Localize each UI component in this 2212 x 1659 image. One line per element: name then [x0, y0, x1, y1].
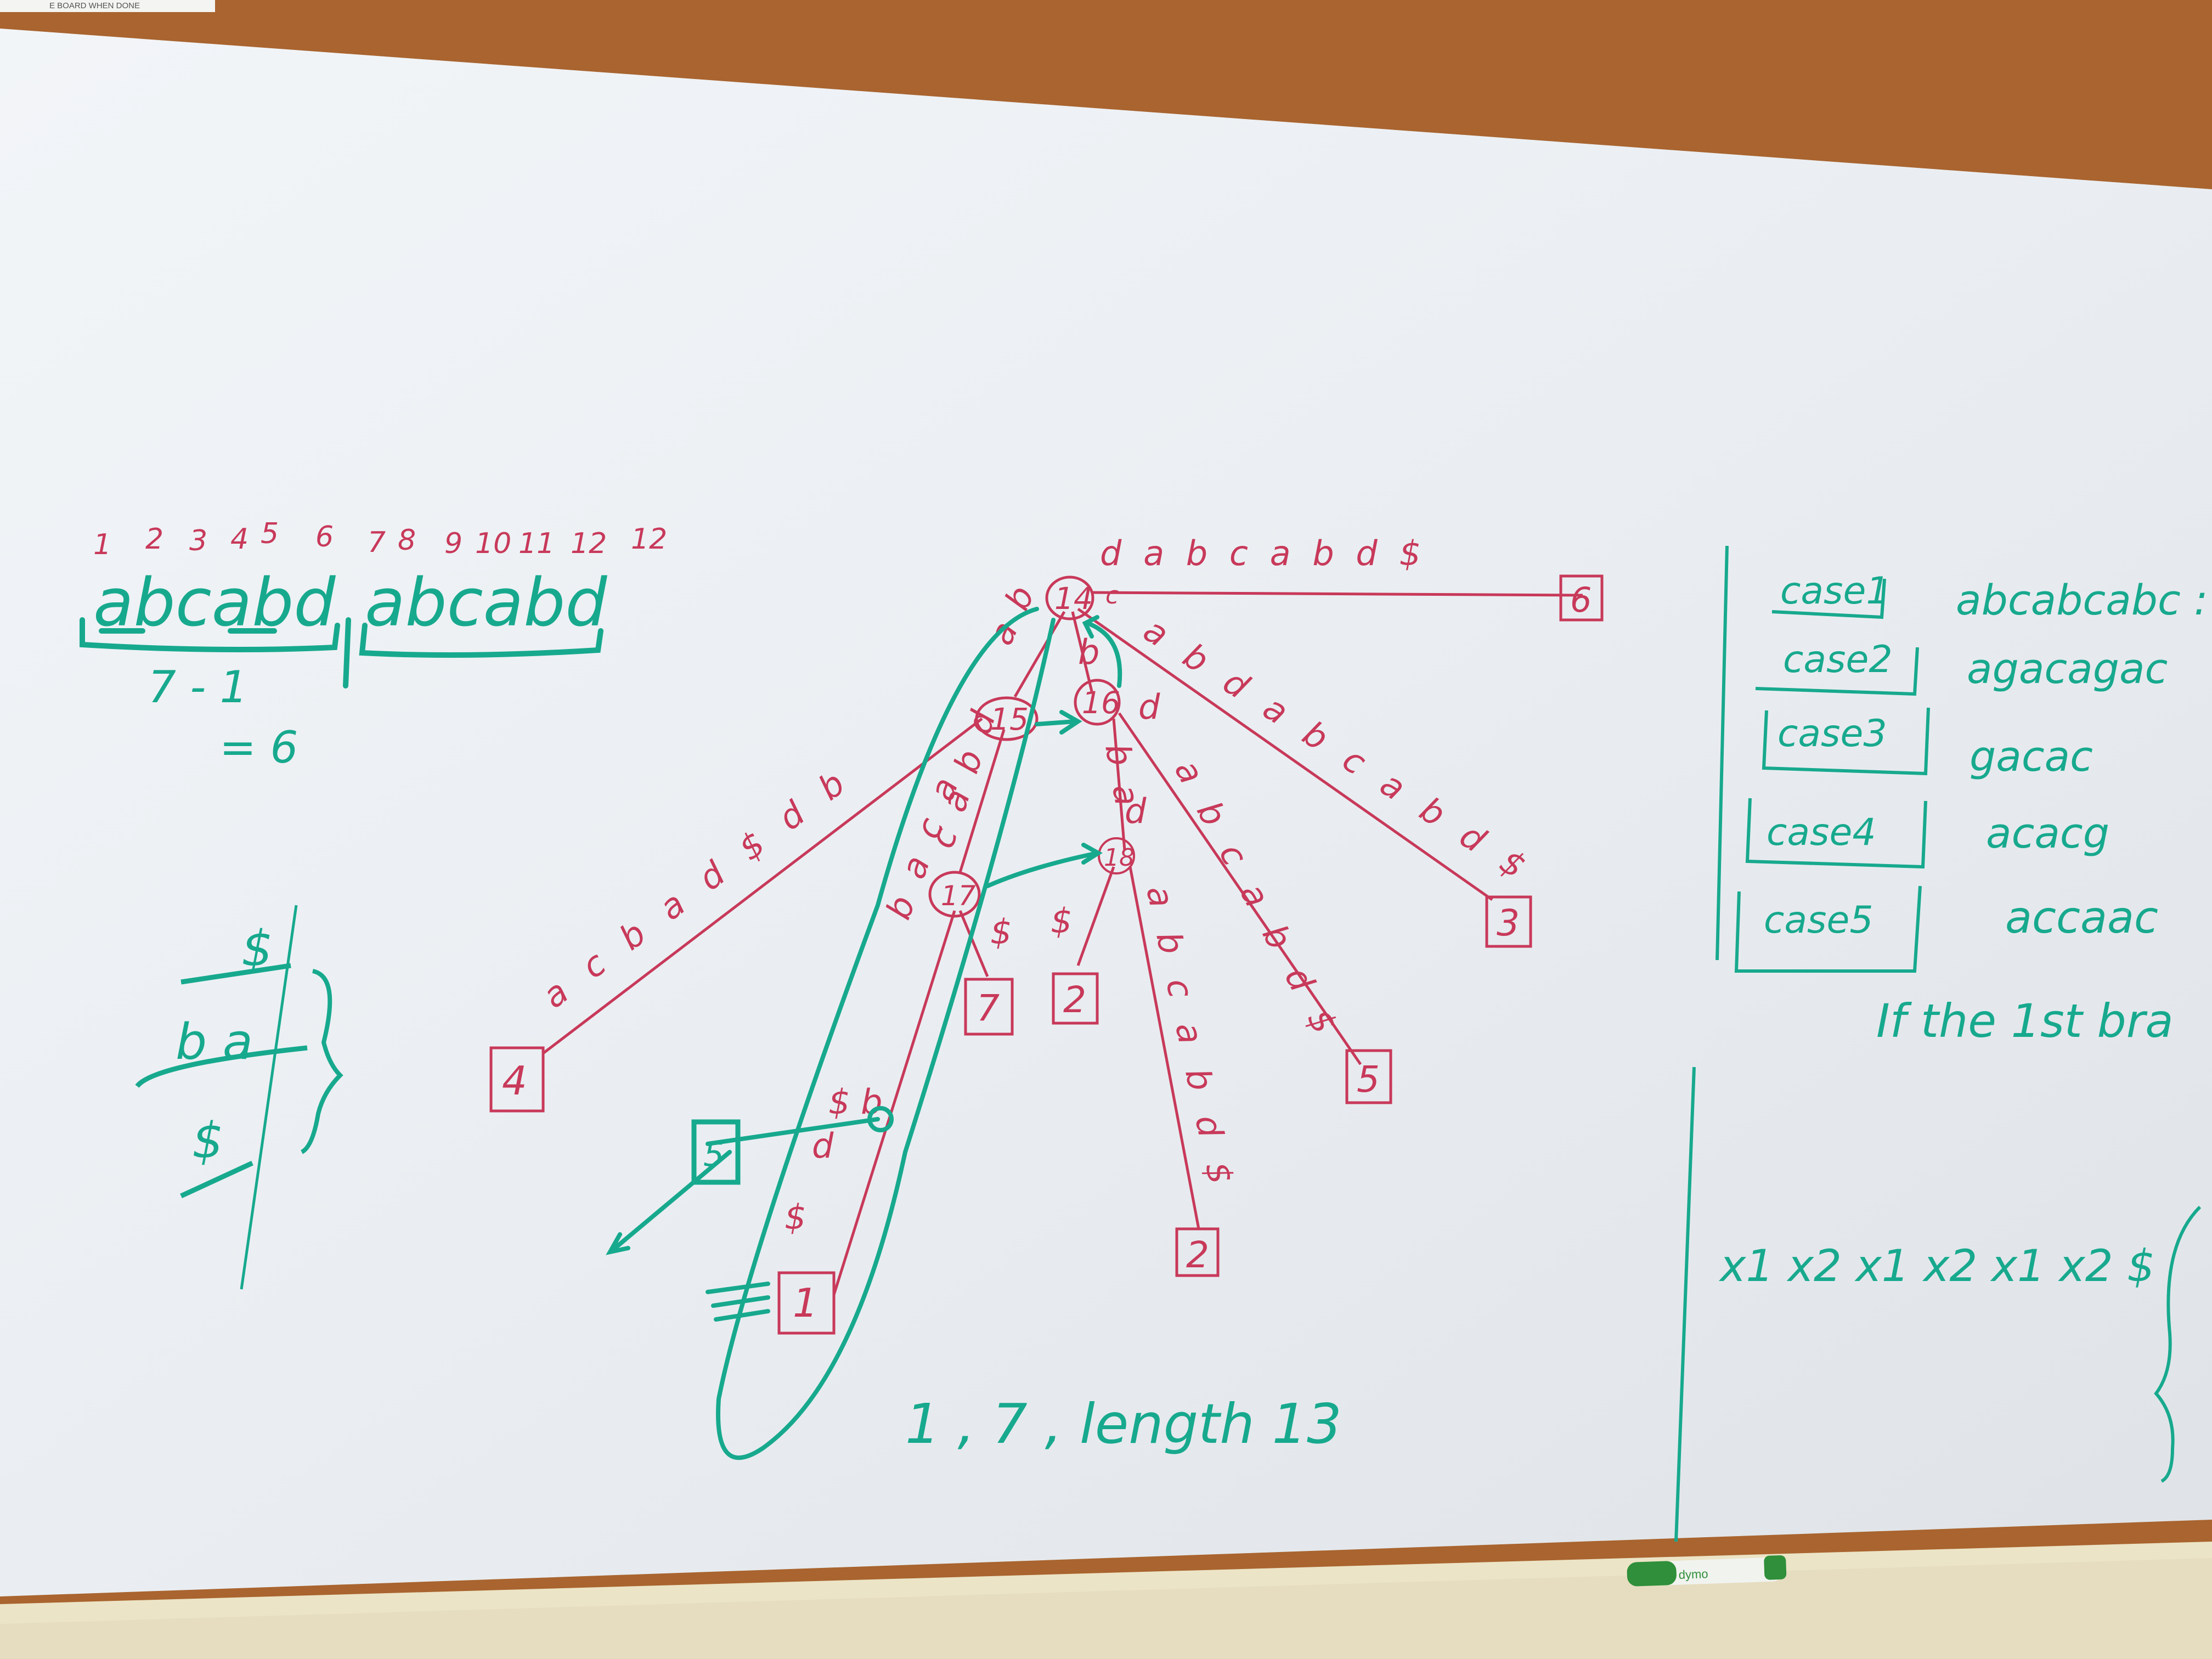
case-label: case3 — [1778, 712, 1887, 755]
case-item: case2 agacagac — [1755, 638, 2168, 696]
right-dividers — [1674, 545, 2202, 1542]
node-15: 15 — [975, 696, 1039, 741]
index-digit: 5 — [261, 517, 279, 550]
case-item: case3 gacac — [1762, 707, 2093, 781]
node-label: 17 — [941, 880, 976, 912]
board-surface — [0, 29, 2212, 1596]
leaf-2-bottom: 2 — [1175, 1227, 1220, 1277]
node-18: 18 — [1098, 837, 1135, 874]
case-value: agacagac — [1967, 644, 2168, 693]
index-numbers: 1 2 3 4 5 6 7 8 9 10 11 12 12 — [93, 517, 667, 561]
leaf-5: 5 — [1345, 1049, 1392, 1104]
svg-text:3: 3 — [1497, 902, 1520, 944]
tree-edges — [542, 591, 1583, 1295]
leaf-7: 7 — [964, 978, 1014, 1036]
arrow-16-root — [1082, 615, 1122, 688]
calc-line-2: = 6 — [219, 722, 298, 773]
case-label: case1 — [1780, 569, 1890, 613]
svg-text:2: 2 — [1063, 979, 1086, 1021]
edge-label: $ — [990, 912, 1012, 952]
edge-label: b — [1078, 632, 1099, 672]
edge-label: $ — [785, 1197, 806, 1237]
if-line: If the 1st bra — [1876, 994, 2174, 1048]
formula: x1 x2 x1 x2 x1 x2 $ — [1718, 1240, 2155, 1291]
node-16: 16 — [1074, 679, 1121, 726]
case-value: gacac — [1970, 732, 2093, 781]
marker: dymo — [1627, 1555, 1787, 1587]
svg-text:2: 2 — [1186, 1234, 1209, 1276]
svg-text:1: 1 — [793, 1280, 818, 1326]
index-digit: 9 — [444, 527, 462, 560]
index-digit: 2 — [145, 523, 163, 556]
arrow-17-18 — [985, 843, 1103, 888]
highlight-loop — [716, 607, 1056, 1460]
index-digit: 8 — [398, 524, 416, 557]
case-item: case5 accaac — [1734, 885, 2158, 973]
index-digit: 10 — [475, 527, 511, 560]
edge-label: $ b — [828, 1082, 883, 1122]
edge-label: d — [1125, 791, 1147, 831]
case-value: acacg — [1986, 809, 2109, 857]
leaf-6: 6 — [1559, 574, 1604, 622]
svg-text:5: 5 — [1357, 1058, 1380, 1101]
node-label: 14 — [1054, 581, 1093, 616]
notice-sign: E BOARD WHEN DONE — [0, 0, 215, 12]
edge-label: d — [1138, 687, 1160, 727]
svg-text:6: 6 — [1570, 580, 1592, 620]
result-line: 1 , 7 , length 13 — [905, 1392, 1342, 1456]
case-item: case4 acacg — [1745, 798, 2109, 869]
stack-item: $ — [192, 1112, 223, 1170]
node-label: 15 — [990, 702, 1029, 737]
arrow-down-left — [606, 1150, 732, 1255]
edge-label: $ — [1051, 901, 1072, 941]
index-digit: 1 — [93, 528, 111, 561]
marker-brand: dymo — [1678, 1567, 1708, 1582]
node-label: 18 — [1104, 844, 1135, 872]
case-value: abcabcabc : — [1956, 575, 2208, 624]
strike-line — [706, 1117, 880, 1146]
string-b: abcabd — [365, 565, 607, 641]
case-value: accaac — [2005, 892, 2158, 943]
tree-nodes: 14 15 16 17 18 — [928, 575, 1135, 918]
case-label: case5 — [1764, 899, 1874, 942]
edge-label: d — [812, 1126, 834, 1166]
node-17: 17 — [928, 871, 981, 918]
index-digit: 6 — [315, 521, 334, 554]
index-digit: 12 — [571, 527, 607, 560]
edge-label-top: d a b c a b d $ — [1100, 533, 1426, 573]
svg-text:4: 4 — [502, 1058, 527, 1104]
case-label: case2 — [1783, 638, 1893, 681]
svg-text:7: 7 — [977, 987, 1000, 1029]
index-digit: 7 — [368, 526, 386, 559]
leaf-3: 3 — [1485, 895, 1532, 948]
index-digit: 3 — [189, 524, 207, 557]
index-digit: 11 — [518, 527, 555, 560]
stack-sketch: $ b a $ — [135, 905, 343, 1290]
leaf-1: 1 — [777, 1271, 836, 1335]
case-list: case1 abcabcabc : case2 agacagac case3 g… — [1734, 569, 2208, 973]
case-item: case1 abcabcabc : — [1771, 569, 2208, 624]
case-label: case4 — [1767, 811, 1876, 854]
edge-label: c — [1105, 582, 1119, 610]
calc-line-1: 7 - 1 — [148, 662, 248, 713]
green-overlays — [606, 607, 1122, 1460]
leaf-2-mid: 2 — [1052, 972, 1099, 1025]
string-underlines — [80, 617, 603, 689]
node-label: 16 — [1082, 685, 1120, 720]
leaf-4: 4 — [489, 1046, 545, 1113]
index-digit: 4 — [230, 523, 249, 556]
index-digit: 12 — [631, 523, 667, 556]
equals-mark — [706, 1282, 770, 1322]
arrow-15-16 — [1035, 710, 1082, 735]
root-node: 14 — [1045, 575, 1094, 620]
